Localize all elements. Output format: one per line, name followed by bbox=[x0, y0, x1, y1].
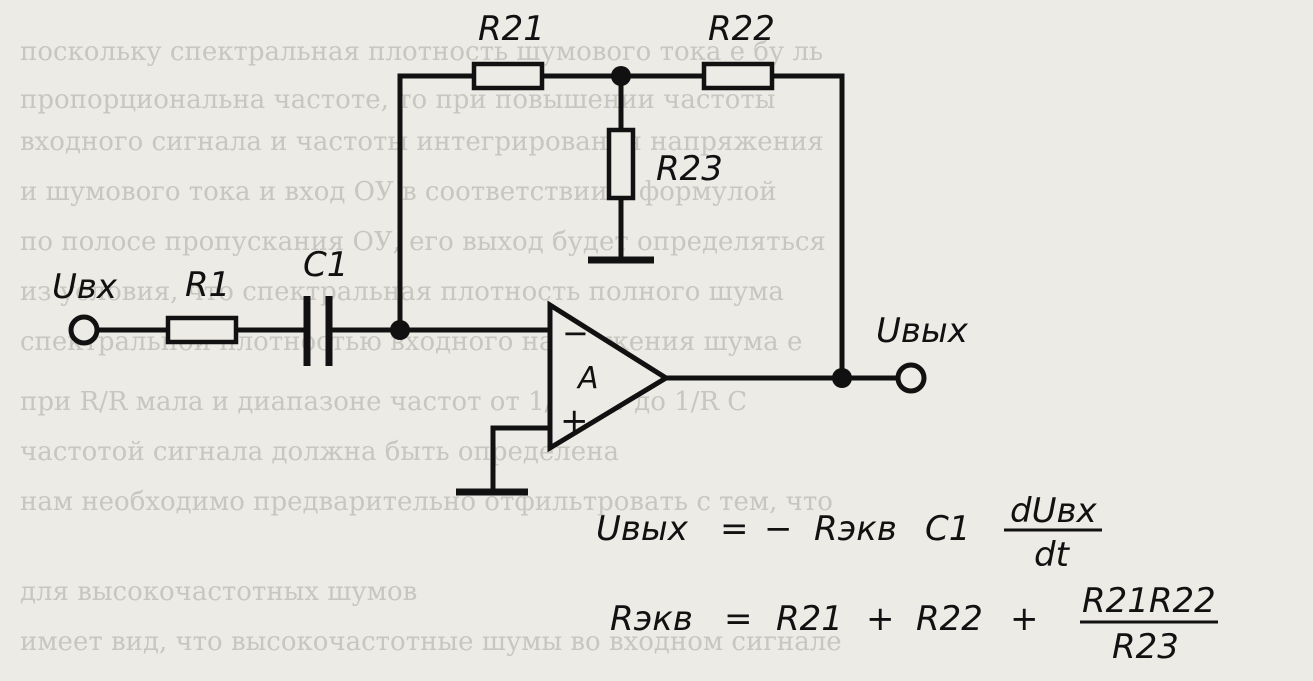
resistor-r1 bbox=[165, 315, 239, 345]
node-output bbox=[832, 368, 852, 388]
bg-line: поскольку спектральная плотность шумовог… bbox=[20, 37, 823, 67]
label-r23: R23 bbox=[656, 149, 723, 189]
bg-line: для высокочастотных шумов bbox=[20, 577, 417, 607]
f1-denominator: dt bbox=[1034, 535, 1071, 575]
bg-line: нам необходимо предварительно отфильтров… bbox=[20, 487, 833, 517]
f2-denominator: R23 bbox=[1112, 627, 1179, 667]
resistor-r21 bbox=[471, 61, 545, 91]
label-plus: + bbox=[560, 401, 589, 441]
bg-line: имеет вид, что высокочастотные шумы во в… bbox=[20, 627, 842, 657]
opamp-triangle bbox=[547, 300, 671, 453]
f1-numerator: dUвх bbox=[1010, 491, 1098, 531]
f2-r21: R21 bbox=[776, 599, 843, 639]
f1-sign: − bbox=[764, 509, 793, 549]
input-terminal bbox=[68, 314, 100, 346]
f2-numerator: R21R22 bbox=[1082, 581, 1216, 621]
f1-req: Rэкв bbox=[814, 509, 897, 549]
f2-eq: = bbox=[724, 599, 753, 639]
resistor-r22 bbox=[701, 61, 775, 91]
label-uin: Uвх bbox=[52, 267, 118, 307]
f1-c1: C1 bbox=[925, 509, 970, 549]
label-uout: Uвых bbox=[876, 311, 969, 351]
bg-line: входного сигнала и частоты интегрировани… bbox=[20, 127, 824, 157]
f2-lhs: Rэкв bbox=[610, 599, 693, 639]
background-text: поскольку спектральная плотность шумовог… bbox=[20, 37, 842, 657]
label-c1: C1 bbox=[303, 245, 348, 285]
formula-output: Uвых = − Rэкв C1 dUвх dt bbox=[596, 491, 1102, 575]
bg-line: по полосе пропускания ОУ, его выход буде… bbox=[20, 227, 826, 257]
node-middle bbox=[611, 66, 631, 86]
f2-plus2: + bbox=[1010, 599, 1039, 639]
resistor-r23 bbox=[606, 127, 636, 201]
f1-lhs: Uвых bbox=[596, 509, 689, 549]
bg-line: частотой сигнала должна быть определена bbox=[20, 437, 619, 467]
label-r21: R21 bbox=[478, 9, 545, 49]
f2-r22: R22 bbox=[916, 599, 983, 639]
label-minus: − bbox=[562, 314, 589, 352]
label-r1: R1 bbox=[185, 265, 230, 305]
label-opamp: A bbox=[576, 361, 599, 396]
label-r22: R22 bbox=[708, 9, 775, 49]
f1-eq: = bbox=[720, 509, 749, 549]
formula-req: Rэкв = R21 + R22 + R21R22 R23 bbox=[610, 581, 1218, 667]
node-inverting bbox=[390, 320, 410, 340]
f2-plus1: + bbox=[866, 599, 895, 639]
output-terminal bbox=[895, 362, 927, 394]
